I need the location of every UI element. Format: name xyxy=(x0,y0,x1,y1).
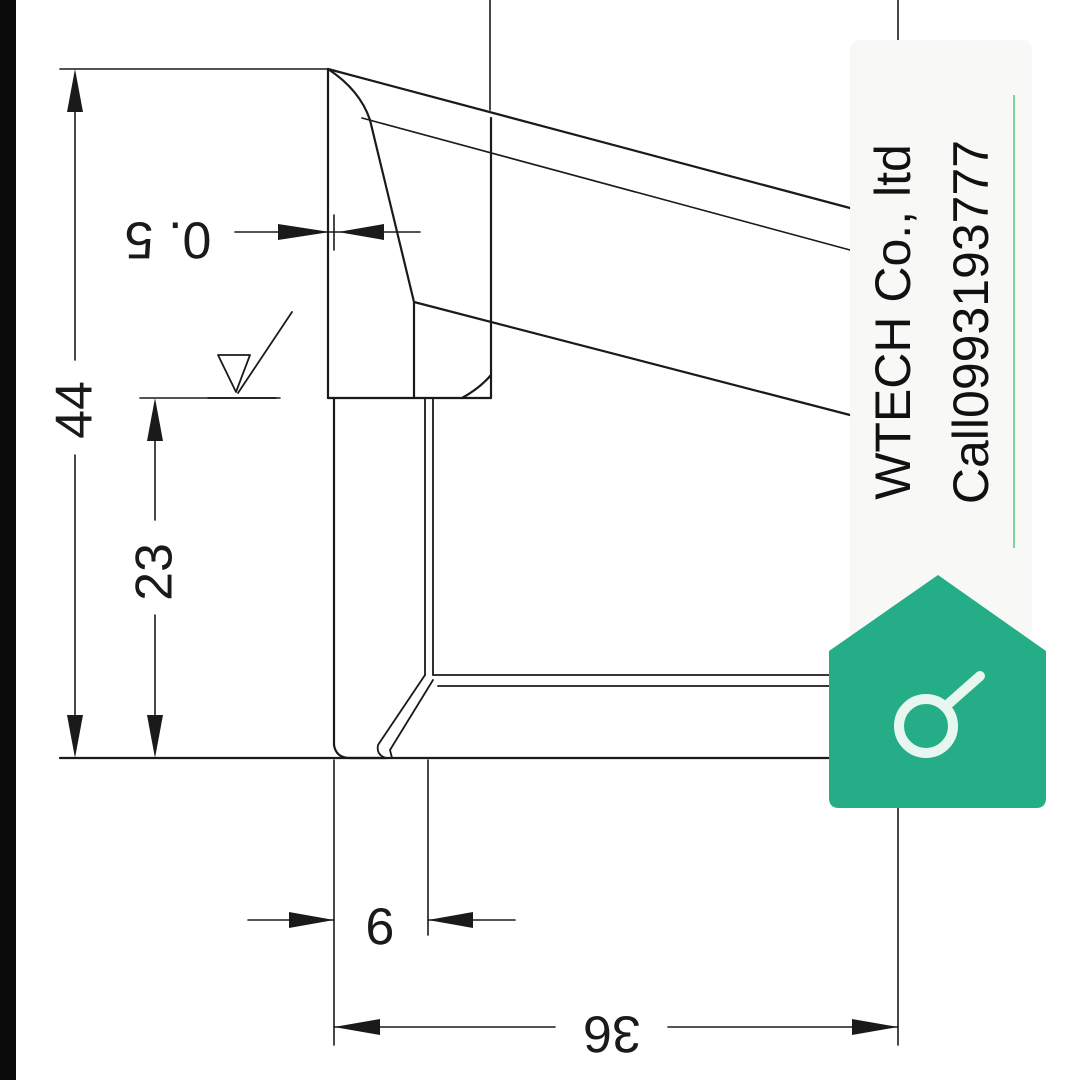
watermark-badge xyxy=(829,575,1046,808)
dimension-arrowheads xyxy=(67,69,898,1035)
dim-23-label: 23 xyxy=(126,543,184,601)
arrow-05-left xyxy=(278,224,330,240)
top-slope-line xyxy=(326,67,852,210)
left-border-bar xyxy=(0,0,16,1080)
dim-9-label: 9 xyxy=(366,896,395,954)
inner-chamfer-a xyxy=(376,674,426,759)
part-outline xyxy=(58,0,899,1046)
inner-slope-line xyxy=(361,117,851,251)
inner-chamfer-b xyxy=(389,679,434,759)
arrow-05-right xyxy=(338,224,384,240)
arrow-9-left xyxy=(289,912,334,928)
watermark-overlay: WTECH Co., ltd Call0993193777 xyxy=(829,40,1046,808)
surface-finish-icon xyxy=(217,354,251,393)
arrow-9-right xyxy=(428,912,473,928)
watermark-company: WTECH Co., ltd xyxy=(865,144,921,500)
inner-corner-fillet xyxy=(460,373,493,400)
watermark-panel xyxy=(850,40,1032,640)
chamfer-curve xyxy=(326,67,416,304)
dim-05-label: 0. 5 xyxy=(125,210,212,268)
watermark-phone: Call0993193777 xyxy=(943,140,999,504)
dim-44-label: 44 xyxy=(46,381,104,439)
arrow-36-right xyxy=(852,1019,898,1035)
lower-slope-line xyxy=(412,300,852,417)
arrow-44-bottom xyxy=(67,715,83,758)
arrow-23-bottom xyxy=(147,715,163,758)
dim-36-label: 36 xyxy=(583,1004,641,1062)
magnifier-icon xyxy=(894,671,985,758)
arrow-36-left xyxy=(334,1019,380,1035)
surface-finish-leader xyxy=(237,311,293,394)
arrow-23-top xyxy=(147,398,163,441)
arrow-44-top xyxy=(67,69,83,112)
